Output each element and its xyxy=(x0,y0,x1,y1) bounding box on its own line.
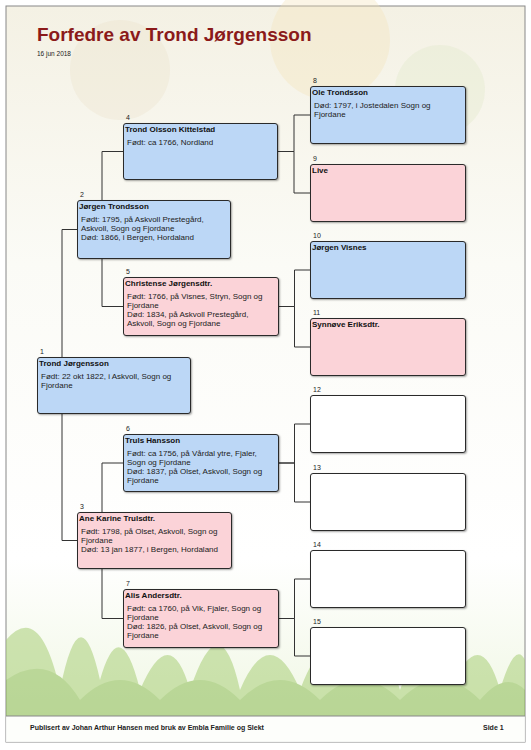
life-event: Død: 1866, i Bergen, Hordaland xyxy=(81,233,228,242)
person-name: Live xyxy=(312,166,463,175)
person-box: 2Jørgen TrondssonFødt: 1795, på Askvoll … xyxy=(77,200,231,259)
life-event: Død: 1797, i Jostedalen Sogn og Fjordane xyxy=(314,101,463,119)
person-box: 4Trond Olsson KittelstadFødt: ca 1766, N… xyxy=(123,123,278,180)
generation-number: 9 xyxy=(313,155,317,163)
lineage-connector xyxy=(278,115,310,152)
generation-number: 5 xyxy=(126,268,130,276)
person-box: 15 xyxy=(310,627,466,685)
page-number: Side 1 xyxy=(483,724,504,731)
generation-number: 12 xyxy=(313,386,321,394)
chart-title: Forfedre av Trond Jørgensson xyxy=(37,24,312,46)
life-event: Født: 1766, på Visnes, Stryn, Sogn og Fj… xyxy=(127,292,276,310)
lineage-connector xyxy=(279,579,310,619)
person-name: Ane Karine Trulsdtr. xyxy=(79,514,229,523)
person-box: 9Live xyxy=(310,164,466,222)
generation-number: 4 xyxy=(126,114,130,122)
life-event: Født: 22 okt 1822, i Askvoll, Sogn og Fj… xyxy=(41,372,188,390)
person-name: Trond Jørgensson xyxy=(39,359,188,368)
date-label: 16 jun 2018 xyxy=(37,50,71,57)
generation-number: 3 xyxy=(80,503,84,511)
person-box: 1Trond JørgenssonFødt: 22 okt 1822, i As… xyxy=(37,357,191,414)
generation-number: 13 xyxy=(313,464,321,472)
generation-number: 1 xyxy=(40,348,44,356)
generation-number: 14 xyxy=(313,541,321,549)
life-details: Født: 1795, på Askvoll Prestegård, Askvo… xyxy=(81,215,228,242)
person-name: Trond Olsson Kittelstad xyxy=(125,125,275,134)
lineage-connector xyxy=(102,569,123,619)
life-details: Født: ca 1760, på Vik, Fjaler, Sogn og F… xyxy=(127,604,276,640)
lineage-connector xyxy=(279,424,310,463)
life-event: Død: 1826, på Olset, Askvoll, Sogn og Fj… xyxy=(127,622,276,640)
person-box: 3Ane Karine Trulsdtr.Født: 1798, på Olse… xyxy=(77,512,232,569)
person-name: Ole Trondsson xyxy=(312,88,463,97)
life-event: Født: ca 1756, på Vårdal ytre, Fjaler, S… xyxy=(127,449,276,467)
person-box: 7Alis Andersdtr.Født: ca 1760, på Vik, F… xyxy=(123,589,279,648)
life-event: Født: ca 1760, på Vik, Fjaler, Sogn og F… xyxy=(127,604,276,622)
person-box: 11Synnøve Eriksdtr. xyxy=(310,318,466,376)
person-name: Alis Andersdtr. xyxy=(125,591,276,600)
generation-number: 10 xyxy=(313,232,321,240)
life-event: Død: 1834, på Askvoll Prestegård, Askvol… xyxy=(127,310,276,328)
life-event: Født: ca 1766, Nordland xyxy=(127,138,275,147)
generation-number: 2 xyxy=(80,191,84,199)
lineage-connector xyxy=(62,230,77,358)
lineage-connector xyxy=(279,270,310,307)
lineage-connector xyxy=(102,152,123,201)
generation-number: 6 xyxy=(126,425,130,433)
person-box: 14 xyxy=(310,550,466,608)
life-event: Født: 1798, på Olset, Askvoll, Sogn og F… xyxy=(81,527,229,545)
person-box: 5Christense Jørgensdtr.Født: 1766, på Vi… xyxy=(123,277,279,336)
lineage-connector xyxy=(102,259,123,307)
person-name: Jørgen Visnes xyxy=(312,243,463,252)
generation-number: 8 xyxy=(313,77,317,85)
lineage-connector xyxy=(279,463,310,502)
person-name: Jørgen Trondsson xyxy=(79,202,228,211)
life-details: Født: ca 1766, Nordland xyxy=(127,138,275,147)
life-details: Født: 22 okt 1822, i Askvoll, Sogn og Fj… xyxy=(41,372,188,390)
person-name: Truls Hansson xyxy=(125,436,276,445)
person-box: 13 xyxy=(310,473,466,531)
generation-number: 7 xyxy=(126,580,130,588)
generation-number: 11 xyxy=(313,309,320,317)
life-details: Født: 1766, på Visnes, Stryn, Sogn og Fj… xyxy=(127,292,276,328)
person-name: Synnøve Eriksdtr. xyxy=(312,320,463,329)
lineage-connector xyxy=(62,414,77,541)
person-box: 8Ole TrondssonDød: 1797, i Jostedalen So… xyxy=(310,86,466,144)
life-event: Død: 1837, på Olset, Askvoll, Sogn og Fj… xyxy=(127,467,276,485)
lineage-connector xyxy=(278,152,310,194)
person-box: 12 xyxy=(310,395,466,453)
lineage-connector xyxy=(279,619,310,657)
life-details: Født: ca 1756, på Vårdal ytre, Fjaler, S… xyxy=(127,449,276,485)
lineage-connector xyxy=(102,463,123,512)
person-name: Christense Jørgensdtr. xyxy=(125,279,276,288)
life-details: Død: 1797, i Jostedalen Sogn og Fjordane xyxy=(314,101,463,119)
life-details: Født: 1798, på Olset, Askvoll, Sogn og F… xyxy=(81,527,229,554)
footer-note: Publisert av Johan Arthur Hansen med bru… xyxy=(30,724,264,731)
person-box: 6Truls HanssonFødt: ca 1756, på Vårdal y… xyxy=(123,434,279,492)
life-event: Død: 13 jan 1877, i Bergen, Hordaland xyxy=(81,545,229,554)
life-event: Født: 1795, på Askvoll Prestegård, Askvo… xyxy=(81,215,228,233)
generation-number: 15 xyxy=(313,618,321,626)
lineage-connector xyxy=(279,307,310,348)
person-box: 10Jørgen Visnes xyxy=(310,241,466,299)
